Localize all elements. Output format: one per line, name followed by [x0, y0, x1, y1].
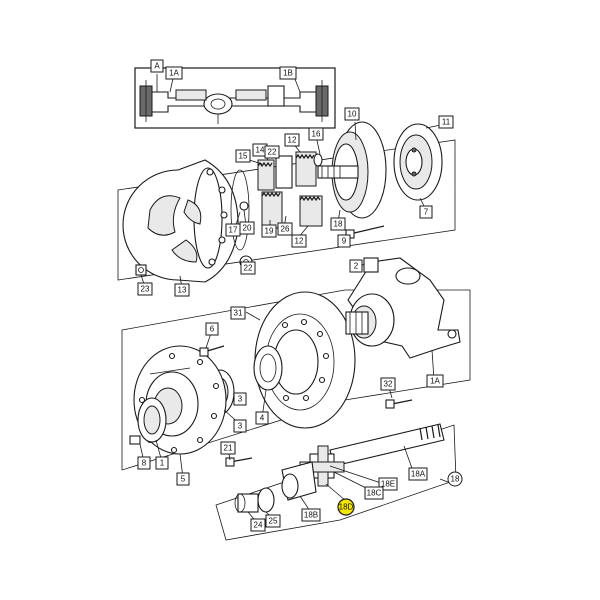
callout-7: 7	[419, 205, 433, 219]
svg-text:1: 1	[160, 459, 165, 468]
ring-gear	[317, 121, 387, 219]
callout-26: 26	[277, 222, 293, 236]
svg-text:19: 19	[265, 227, 274, 236]
svg-text:1A: 1A	[430, 377, 440, 386]
outer-ring-gear	[393, 123, 443, 201]
svg-text:2: 2	[354, 262, 359, 271]
svg-text:22: 22	[244, 264, 253, 273]
callout-18C: 18C	[364, 486, 384, 500]
callout-1A-knuckle: 1A	[426, 374, 444, 388]
svg-text:16: 16	[312, 130, 321, 139]
callout-4: 4	[255, 411, 269, 425]
callout-25: 25	[265, 514, 281, 528]
svg-text:20: 20	[243, 224, 252, 233]
svg-text:8: 8	[142, 459, 147, 468]
callout-6: 6	[205, 322, 219, 336]
planet-gears	[239, 151, 323, 229]
drive-shaft-group	[215, 423, 457, 541]
axle-overview-inset	[134, 67, 336, 129]
svg-text:18: 18	[451, 475, 460, 484]
callout-12-bottom: 12	[291, 234, 307, 248]
svg-text:32: 32	[384, 380, 393, 389]
callout-17: 17	[225, 223, 241, 237]
svg-text:3: 3	[238, 422, 243, 431]
callout-1: 1	[155, 456, 169, 470]
callout-2: 2	[349, 259, 363, 273]
svg-text:13: 13	[178, 286, 187, 295]
svg-text:25: 25	[269, 517, 278, 526]
callout-22b: 22	[240, 261, 256, 275]
svg-text:1B: 1B	[283, 69, 293, 78]
svg-text:26: 26	[281, 225, 290, 234]
brake-knuckle-group	[121, 257, 471, 471]
steering-knuckle	[345, 257, 461, 359]
callout-18B: 18B	[301, 508, 321, 522]
svg-text:18D: 18D	[339, 503, 354, 512]
svg-text:9: 9	[342, 237, 347, 246]
callout-18-circle: 18	[447, 471, 463, 487]
svg-text:18C: 18C	[367, 489, 382, 498]
planetary-hub-group	[117, 121, 456, 283]
callout-20: 20	[239, 221, 255, 235]
callout-3-a: 3	[233, 419, 247, 433]
svg-text:10: 10	[348, 110, 357, 119]
callout-18-gear: 18	[330, 217, 346, 231]
svg-text:6: 6	[210, 325, 215, 334]
svg-text:24: 24	[254, 521, 263, 530]
svg-text:12: 12	[295, 237, 304, 246]
callout-8: 8	[137, 456, 151, 470]
callout-24: 24	[250, 518, 266, 532]
svg-text:15: 15	[239, 152, 248, 161]
callout-22: 22	[264, 145, 280, 159]
callout-13: 13	[174, 283, 190, 297]
svg-text:1A: 1A	[169, 69, 179, 78]
callout-21: 21	[220, 441, 236, 455]
svg-text:14: 14	[256, 146, 265, 155]
svg-text:11: 11	[442, 118, 451, 127]
svg-text:4: 4	[260, 414, 265, 423]
callout-1A-top: 1A	[165, 66, 183, 80]
callout-23: 23	[137, 282, 153, 296]
callout-18A: 18A	[408, 467, 428, 481]
svg-text:31: 31	[234, 309, 243, 318]
callout-16: 16	[308, 127, 324, 141]
svg-text:18B: 18B	[304, 511, 318, 520]
callout-1B: 1B	[279, 66, 297, 80]
svg-text:12: 12	[288, 136, 297, 145]
callout-9: 9	[337, 234, 351, 248]
svg-text:7: 7	[424, 208, 429, 217]
svg-text:18E: 18E	[381, 480, 395, 489]
callout-11: 11	[438, 115, 454, 129]
callout-31: 31	[230, 306, 246, 320]
brake-disc	[254, 291, 356, 429]
callout-5: 5	[176, 472, 190, 486]
callouts: A 1A 1B 10 11 16 12 14 15 22 7	[137, 59, 463, 532]
svg-text:23: 23	[141, 285, 150, 294]
callout-3-b: 3	[233, 392, 247, 406]
svg-text:3: 3	[238, 395, 243, 404]
callout-14: 14	[252, 143, 268, 157]
svg-text:A: A	[154, 62, 160, 71]
hub-drum	[122, 159, 239, 283]
callout-12-top: 12	[284, 133, 300, 147]
svg-text:17: 17	[229, 226, 238, 235]
svg-text:5: 5	[181, 475, 186, 484]
svg-text:18A: 18A	[411, 470, 426, 479]
callout-19: 19	[261, 224, 277, 238]
svg-text:21: 21	[224, 444, 233, 453]
callout-32: 32	[380, 377, 396, 391]
svg-text:22: 22	[268, 148, 277, 157]
callout-15: 15	[235, 149, 251, 163]
callout-10: 10	[344, 107, 360, 121]
callout-18D-highlighted: 18D	[337, 498, 355, 516]
svg-text:18: 18	[334, 220, 343, 229]
callout-A: A	[150, 59, 164, 73]
